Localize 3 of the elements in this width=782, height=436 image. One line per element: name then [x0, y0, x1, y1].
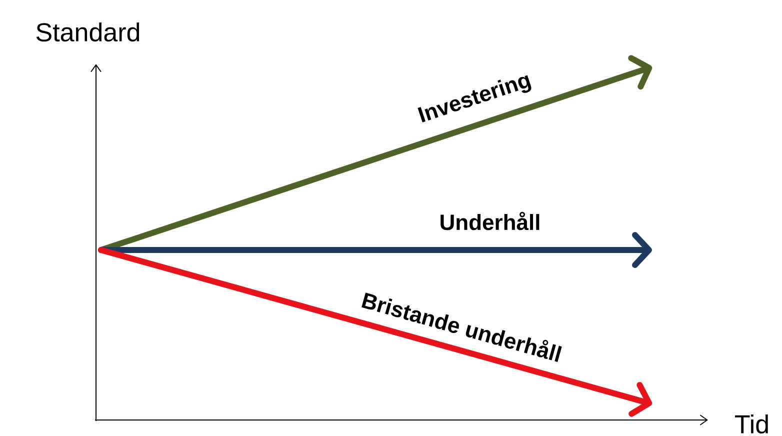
trend-label: Underhåll	[440, 212, 540, 230]
axis-title: Standard	[36, 22, 140, 42]
axis-title: Tid	[735, 414, 768, 434]
